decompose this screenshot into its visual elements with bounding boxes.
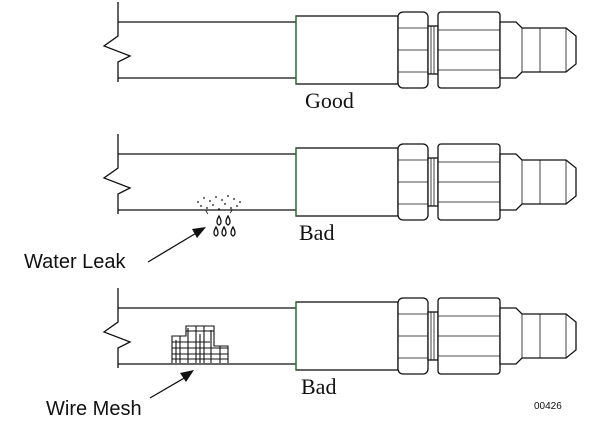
hose-wire-mesh: Bad Wire Mesh — [46, 287, 577, 420]
status-label-water-leak: Bad — [299, 220, 334, 245]
water-leak-arrow — [147, 227, 206, 263]
hose-good: Good — [103, 1, 577, 113]
wire-mesh-arrow — [149, 370, 194, 399]
wire-mesh-icon — [171, 325, 229, 363]
status-label-wire-mesh: Bad — [301, 374, 336, 399]
hose-fitting-good — [103, 1, 577, 89]
water-leak-drops-icon — [197, 195, 241, 237]
wire-mesh-callout: Wire Mesh — [46, 398, 142, 420]
water-leak-callout: Water Leak — [24, 251, 127, 273]
hose-fitting-wire-mesh — [103, 287, 577, 375]
hose-water-leak: Bad Water Leak — [24, 133, 577, 273]
figure-number: 00426 — [534, 401, 562, 412]
hose-fitting-water-leak — [103, 133, 577, 221]
status-label-good: Good — [305, 88, 354, 113]
